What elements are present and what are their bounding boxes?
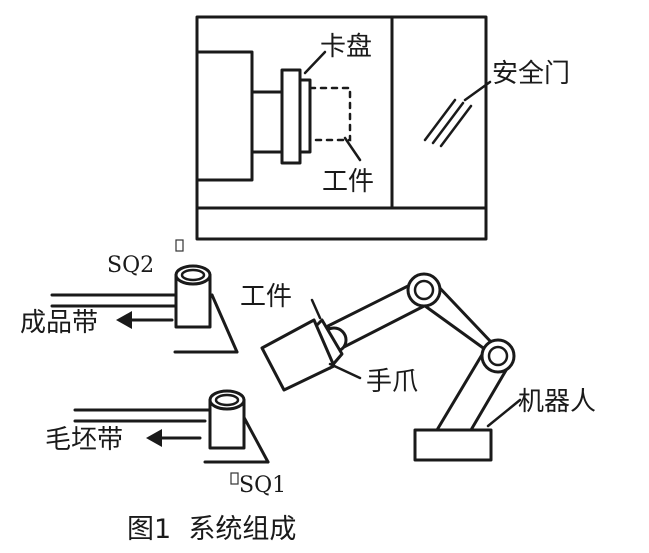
gripper-leader bbox=[328, 362, 362, 380]
sq1-sensor bbox=[230, 472, 239, 485]
label-chuck: 卡盘 bbox=[320, 32, 372, 62]
glass-mark-2 bbox=[431, 101, 465, 145]
label-sq2: SQ2 bbox=[107, 253, 154, 278]
chuck-jaw bbox=[298, 78, 312, 154]
figure-caption: 图1 系统组成 bbox=[127, 514, 296, 545]
elbow-joint bbox=[480, 338, 516, 374]
shoulder-joint-inner bbox=[413, 279, 435, 301]
machine-tool bbox=[195, 15, 492, 241]
finished-belt bbox=[50, 239, 239, 354]
shoulder-joint bbox=[406, 272, 442, 308]
headstock bbox=[195, 50, 254, 182]
door-leader bbox=[463, 80, 492, 102]
label-blank-belt: 毛坯带 bbox=[45, 425, 123, 455]
label-sq1: SQ1 bbox=[239, 473, 286, 498]
label-gripper: 手爪 bbox=[366, 367, 418, 397]
blank-part-top-inner bbox=[214, 393, 240, 407]
machine-frame bbox=[195, 15, 488, 241]
blank-arrow-head bbox=[146, 429, 162, 447]
elbow-joint-inner bbox=[487, 345, 509, 367]
sq2-sensor bbox=[175, 239, 184, 252]
chuck-leader bbox=[303, 50, 327, 75]
workpiece-mid-leader bbox=[310, 298, 322, 320]
finished-part-top-inner bbox=[180, 268, 206, 282]
chuck bbox=[280, 68, 302, 165]
label-workpiece-mid: 工件 bbox=[240, 282, 292, 312]
workpiece-leader bbox=[343, 136, 362, 162]
robot-leader bbox=[486, 398, 522, 428]
blank-belt bbox=[73, 389, 270, 485]
workpiece-outline bbox=[308, 86, 352, 142]
glass-mark-1 bbox=[423, 98, 457, 142]
robot-arm bbox=[260, 272, 522, 462]
spindle bbox=[250, 90, 284, 154]
robot-base bbox=[413, 428, 493, 462]
glass-mark-3 bbox=[439, 104, 473, 148]
finished-arrow-head bbox=[116, 311, 132, 329]
label-finished-belt: 成品带 bbox=[20, 308, 98, 338]
label-safety-door: 安全门 bbox=[492, 59, 570, 89]
label-robot: 机器人 bbox=[518, 387, 596, 417]
label-workpiece-top: 工件 bbox=[322, 167, 374, 197]
finished-belt-slope bbox=[210, 293, 239, 354]
